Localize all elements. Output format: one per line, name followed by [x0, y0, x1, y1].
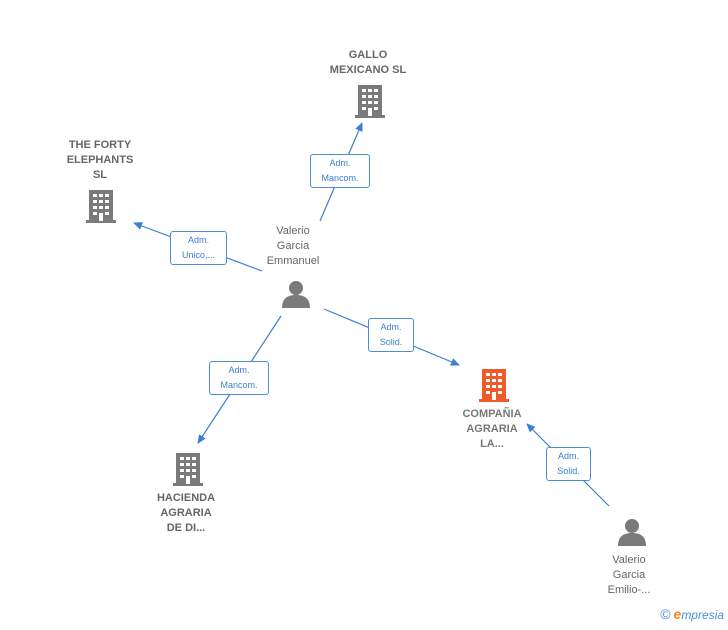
person-icon: [282, 281, 310, 308]
building-icon: [479, 369, 509, 402]
edge-label-hacienda[interactable]: Adm. Mancom.: [209, 361, 269, 395]
copyright-symbol: ©: [660, 606, 671, 622]
node-hacienda-agraria[interactable]: HACIENDA AGRARIA DE DI...: [136, 491, 236, 536]
building-icon: [355, 85, 385, 118]
brand-logo-text: mpresia: [681, 608, 724, 622]
node-gallo-mexicano[interactable]: GALLO MEXICANO SL: [318, 48, 418, 78]
building-icon: [86, 190, 116, 223]
node-valerio-garcia-emmanuel[interactable]: Valerio Garcia Emmanuel: [243, 224, 343, 269]
edge-label-emilio[interactable]: Adm. Solid.: [546, 447, 591, 481]
edge-label-forty[interactable]: Adm. Unico,...: [170, 231, 227, 265]
person-icon: [618, 519, 646, 546]
node-label: COMPAÑIA AGRARIA LA...: [462, 408, 522, 450]
edge-label-gallo[interactable]: Adm. Mancom.: [310, 154, 370, 188]
node-label: Valerio Garcia Emilio-...: [607, 554, 651, 596]
node-valerio-garcia-emilio[interactable]: Valerio Garcia Emilio-...: [579, 553, 679, 598]
brand-logo-e: e: [673, 606, 682, 622]
empresia-brand[interactable]: ©empresia: [660, 606, 724, 622]
node-compania-agraria-la[interactable]: COMPAÑIA AGRARIA LA...: [442, 407, 542, 452]
node-label: THE FORTY ELEPHANTS SL: [66, 139, 134, 181]
node-the-forty-elephants[interactable]: THE FORTY ELEPHANTS SL: [50, 138, 150, 183]
node-label: GALLO MEXICANO SL: [329, 49, 407, 76]
edge-label-compania[interactable]: Adm. Solid.: [368, 318, 414, 352]
building-icon: [173, 453, 203, 486]
node-label: Valerio Garcia Emmanuel: [266, 225, 320, 267]
node-label: HACIENDA AGRARIA DE DI...: [156, 492, 216, 534]
